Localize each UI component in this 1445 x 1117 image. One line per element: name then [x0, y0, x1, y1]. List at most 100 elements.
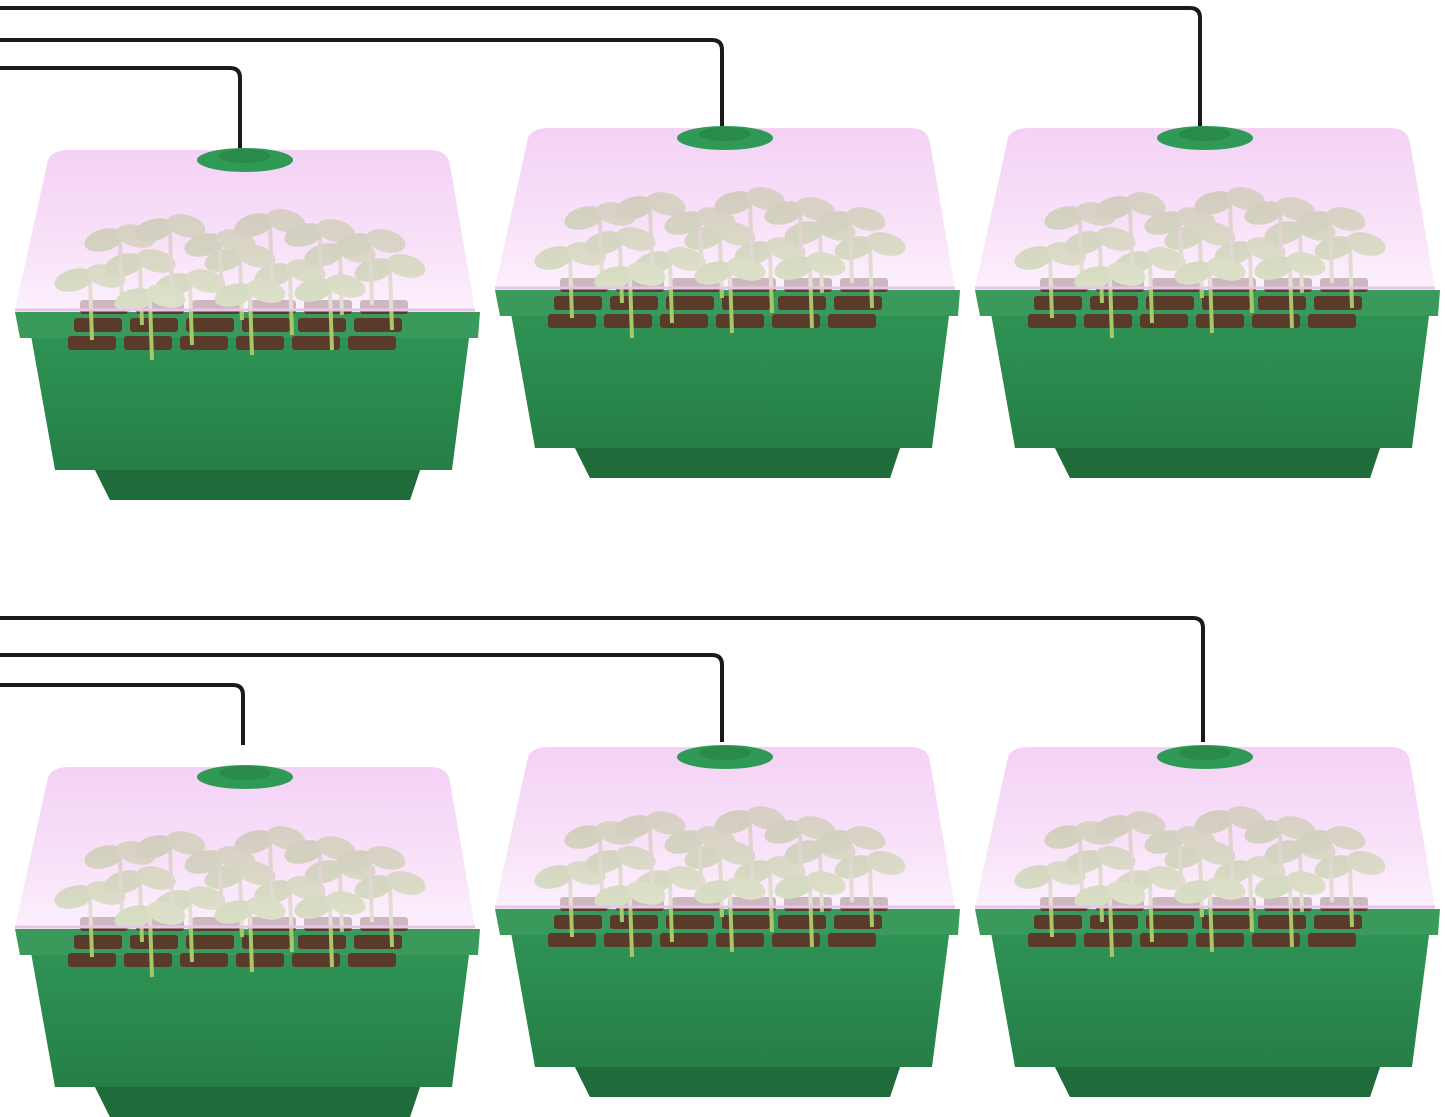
soil-cell — [834, 296, 882, 310]
soil-cell — [354, 935, 402, 949]
dome — [495, 747, 955, 907]
soil-cell — [124, 953, 172, 967]
soil-cell — [1196, 933, 1244, 947]
vent-knob-center — [219, 766, 271, 780]
seed-tray — [975, 745, 1440, 1097]
soil-cell — [68, 953, 116, 967]
soil-cell — [292, 953, 340, 967]
soil-cell — [666, 915, 714, 929]
soil-cell — [828, 314, 876, 328]
tray-foot — [1055, 448, 1380, 478]
soil-cell — [130, 318, 178, 332]
soil-cell — [1258, 296, 1306, 310]
soil-cell — [1090, 915, 1138, 929]
soil-cell — [180, 336, 228, 350]
soil-cell — [298, 318, 346, 332]
soil-cell — [186, 935, 234, 949]
soil-cell — [1028, 933, 1076, 947]
soil-cell — [554, 915, 602, 929]
soil-cell — [828, 933, 876, 947]
soil-cell — [1140, 314, 1188, 328]
dome — [15, 767, 475, 927]
tray-base — [510, 927, 950, 1097]
tray-base — [990, 308, 1430, 478]
soil-cell — [604, 933, 652, 947]
soil-cell — [348, 953, 396, 967]
tray-foot — [95, 470, 420, 500]
soil-cell — [1146, 296, 1194, 310]
soil-cell — [130, 935, 178, 949]
cable — [0, 6, 1202, 128]
soil-cell — [1314, 915, 1362, 929]
cable — [0, 616, 1205, 742]
soil-cell — [1084, 314, 1132, 328]
tray-foot — [575, 1067, 900, 1097]
soil-cell — [610, 296, 658, 310]
soil-cell — [1202, 296, 1250, 310]
cable — [0, 66, 242, 150]
cable — [0, 683, 245, 745]
soil-cell — [604, 314, 652, 328]
soil-cell — [778, 915, 826, 929]
soil-cell — [1084, 933, 1132, 947]
dome — [975, 747, 1435, 907]
soil-cell — [772, 933, 820, 947]
soil-cell — [186, 318, 234, 332]
soil-cell — [1252, 314, 1300, 328]
tray-base — [30, 947, 470, 1117]
dome — [975, 128, 1435, 288]
soil-cell — [778, 296, 826, 310]
soil-cell — [1140, 933, 1188, 947]
seed-tray — [15, 148, 480, 500]
seed-tray — [495, 126, 960, 478]
soil-cell — [1034, 915, 1082, 929]
dome — [15, 150, 475, 310]
soil-cell — [716, 933, 764, 947]
cable — [0, 653, 724, 742]
soil-cell — [348, 336, 396, 350]
tray-base — [990, 927, 1430, 1097]
soil-cell — [124, 336, 172, 350]
tray-base — [510, 308, 950, 478]
soil-cell — [1034, 296, 1082, 310]
soil-cell — [716, 314, 764, 328]
seed-tray — [15, 765, 480, 1117]
soil-cell — [1252, 933, 1300, 947]
soil-cell — [1308, 933, 1356, 947]
power-cables — [0, 6, 1205, 745]
soil-cell — [242, 318, 290, 332]
seed-tray — [495, 745, 960, 1097]
soil-cell — [610, 915, 658, 929]
vent-knob-center — [699, 746, 751, 760]
soil-cell — [1308, 314, 1356, 328]
soil-cell — [242, 935, 290, 949]
soil-cell — [1028, 314, 1076, 328]
soil-cell — [772, 314, 820, 328]
tray-foot — [95, 1087, 420, 1117]
soil-cell — [236, 953, 284, 967]
soil-cell — [660, 314, 708, 328]
tray-group — [15, 126, 1440, 1117]
soil-cell — [1202, 915, 1250, 929]
vent-knob-center — [1179, 746, 1231, 760]
tray-foot — [575, 448, 900, 478]
tray-base — [30, 330, 470, 500]
soil-cell — [68, 336, 116, 350]
soil-cell — [1314, 296, 1362, 310]
seed-tray — [975, 126, 1440, 478]
soil-cell — [236, 336, 284, 350]
soil-cell — [1146, 915, 1194, 929]
soil-cell — [666, 296, 714, 310]
dome — [495, 128, 955, 288]
soil-cell — [74, 318, 122, 332]
soil-cell — [722, 915, 770, 929]
vent-knob-center — [1179, 127, 1231, 141]
soil-cell — [834, 915, 882, 929]
cable — [0, 38, 724, 128]
soil-cell — [292, 336, 340, 350]
soil-cell — [298, 935, 346, 949]
soil-cell — [722, 296, 770, 310]
soil-cell — [548, 933, 596, 947]
soil-cell — [660, 933, 708, 947]
